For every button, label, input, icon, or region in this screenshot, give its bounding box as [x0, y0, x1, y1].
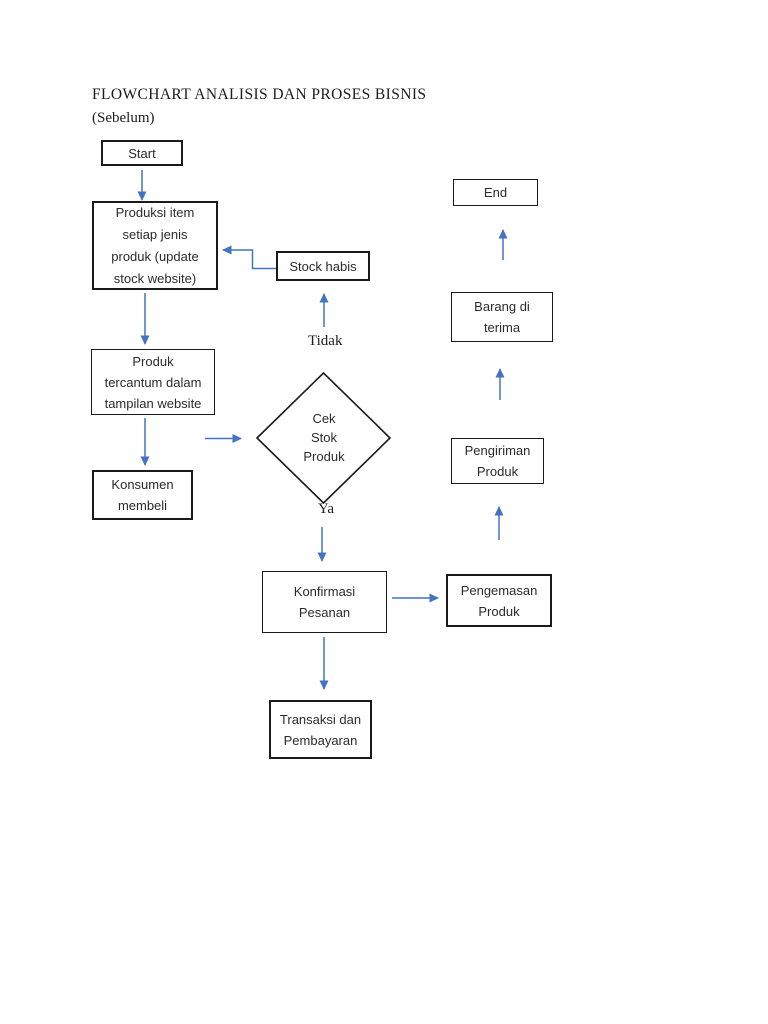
edge-label-ya: Ya [318, 501, 334, 517]
arrow-stock-habis-to-produksi [222, 245, 276, 270]
decision-label-cek-stok: Cek Stok Produk [303, 411, 345, 464]
node-pengiriman-produk: Pengiriman Produk [451, 438, 544, 484]
node-barang-diterima: Barang di terima [451, 292, 553, 342]
node-transaksi-pembayaran: Transaksi dan Pembayaran [269, 700, 372, 759]
node-end: End [453, 179, 538, 206]
node-stock-habis: Stock habis [276, 251, 370, 281]
node-pengemasan-produk: Pengemasan Produk [446, 574, 552, 627]
page-subtitle: (Sebelum) [92, 110, 155, 126]
node-produk-tercantum: Produk tercantum dalam tampilan website [91, 349, 215, 415]
node-produksi-item: Produksi item setiap jenis produk (updat… [92, 201, 218, 290]
node-konfirmasi-pesanan: Konfirmasi Pesanan [262, 571, 387, 633]
node-start: Start [101, 140, 183, 166]
page-title: FLOWCHART ANALISIS DAN PROSES BISNIS [92, 86, 427, 103]
node-konsumen-membeli: Konsumen membeli [92, 470, 193, 520]
edge-label-tidak: Tidak [308, 333, 343, 349]
decision-diamond-cek-stok [255, 371, 392, 505]
